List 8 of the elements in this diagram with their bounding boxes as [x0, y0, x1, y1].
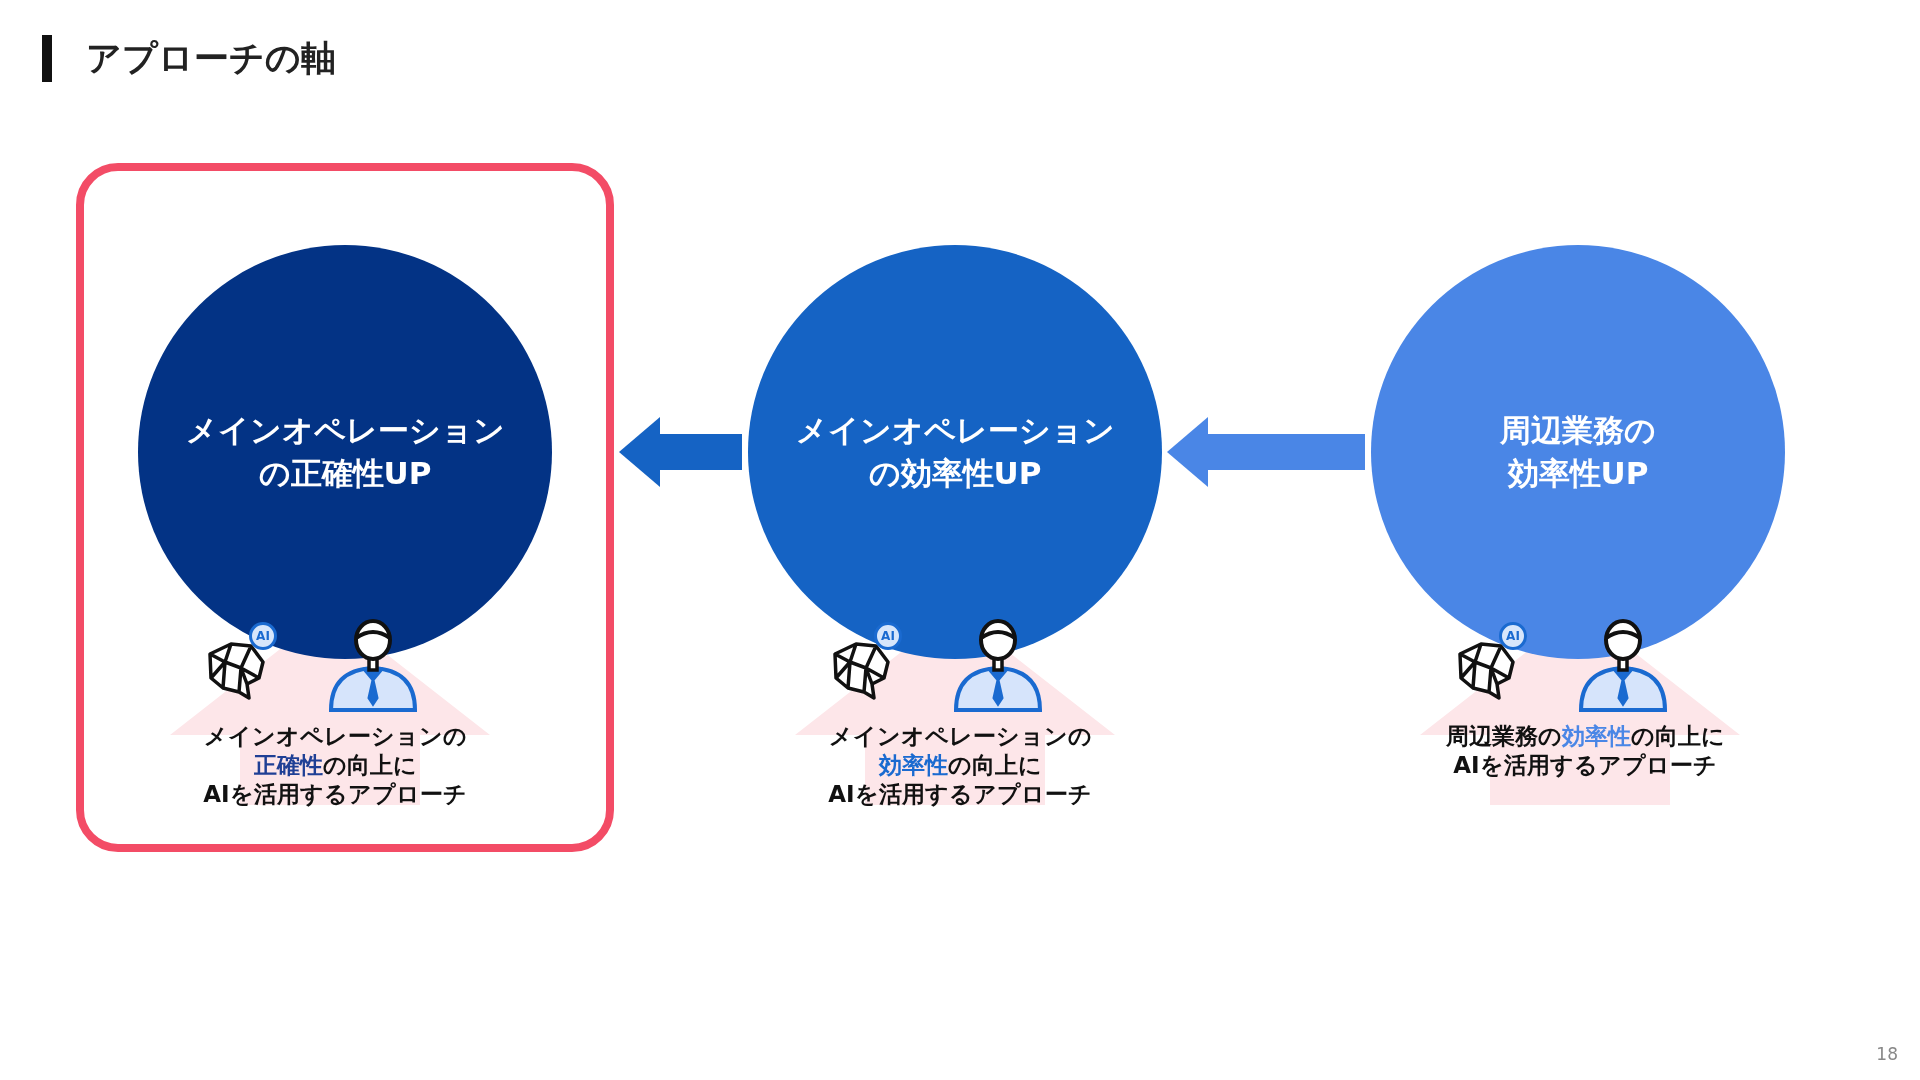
- highlight-frame: [76, 163, 614, 852]
- block-arrow: [1167, 417, 1365, 487]
- caption-text: 周辺業務の効率性の向上にAIを活用するアプローチ: [1445, 722, 1725, 780]
- caption-text: メインオペレーションの正確性の向上にAIを活用するアプローチ: [202, 722, 468, 809]
- caption-text: メインオペレーションの効率性の向上にAIを活用するアプローチ: [827, 722, 1093, 809]
- page-number: 18: [1876, 1044, 1898, 1064]
- slide-title: アプローチの軸: [86, 37, 336, 80]
- block-arrow: [619, 417, 742, 487]
